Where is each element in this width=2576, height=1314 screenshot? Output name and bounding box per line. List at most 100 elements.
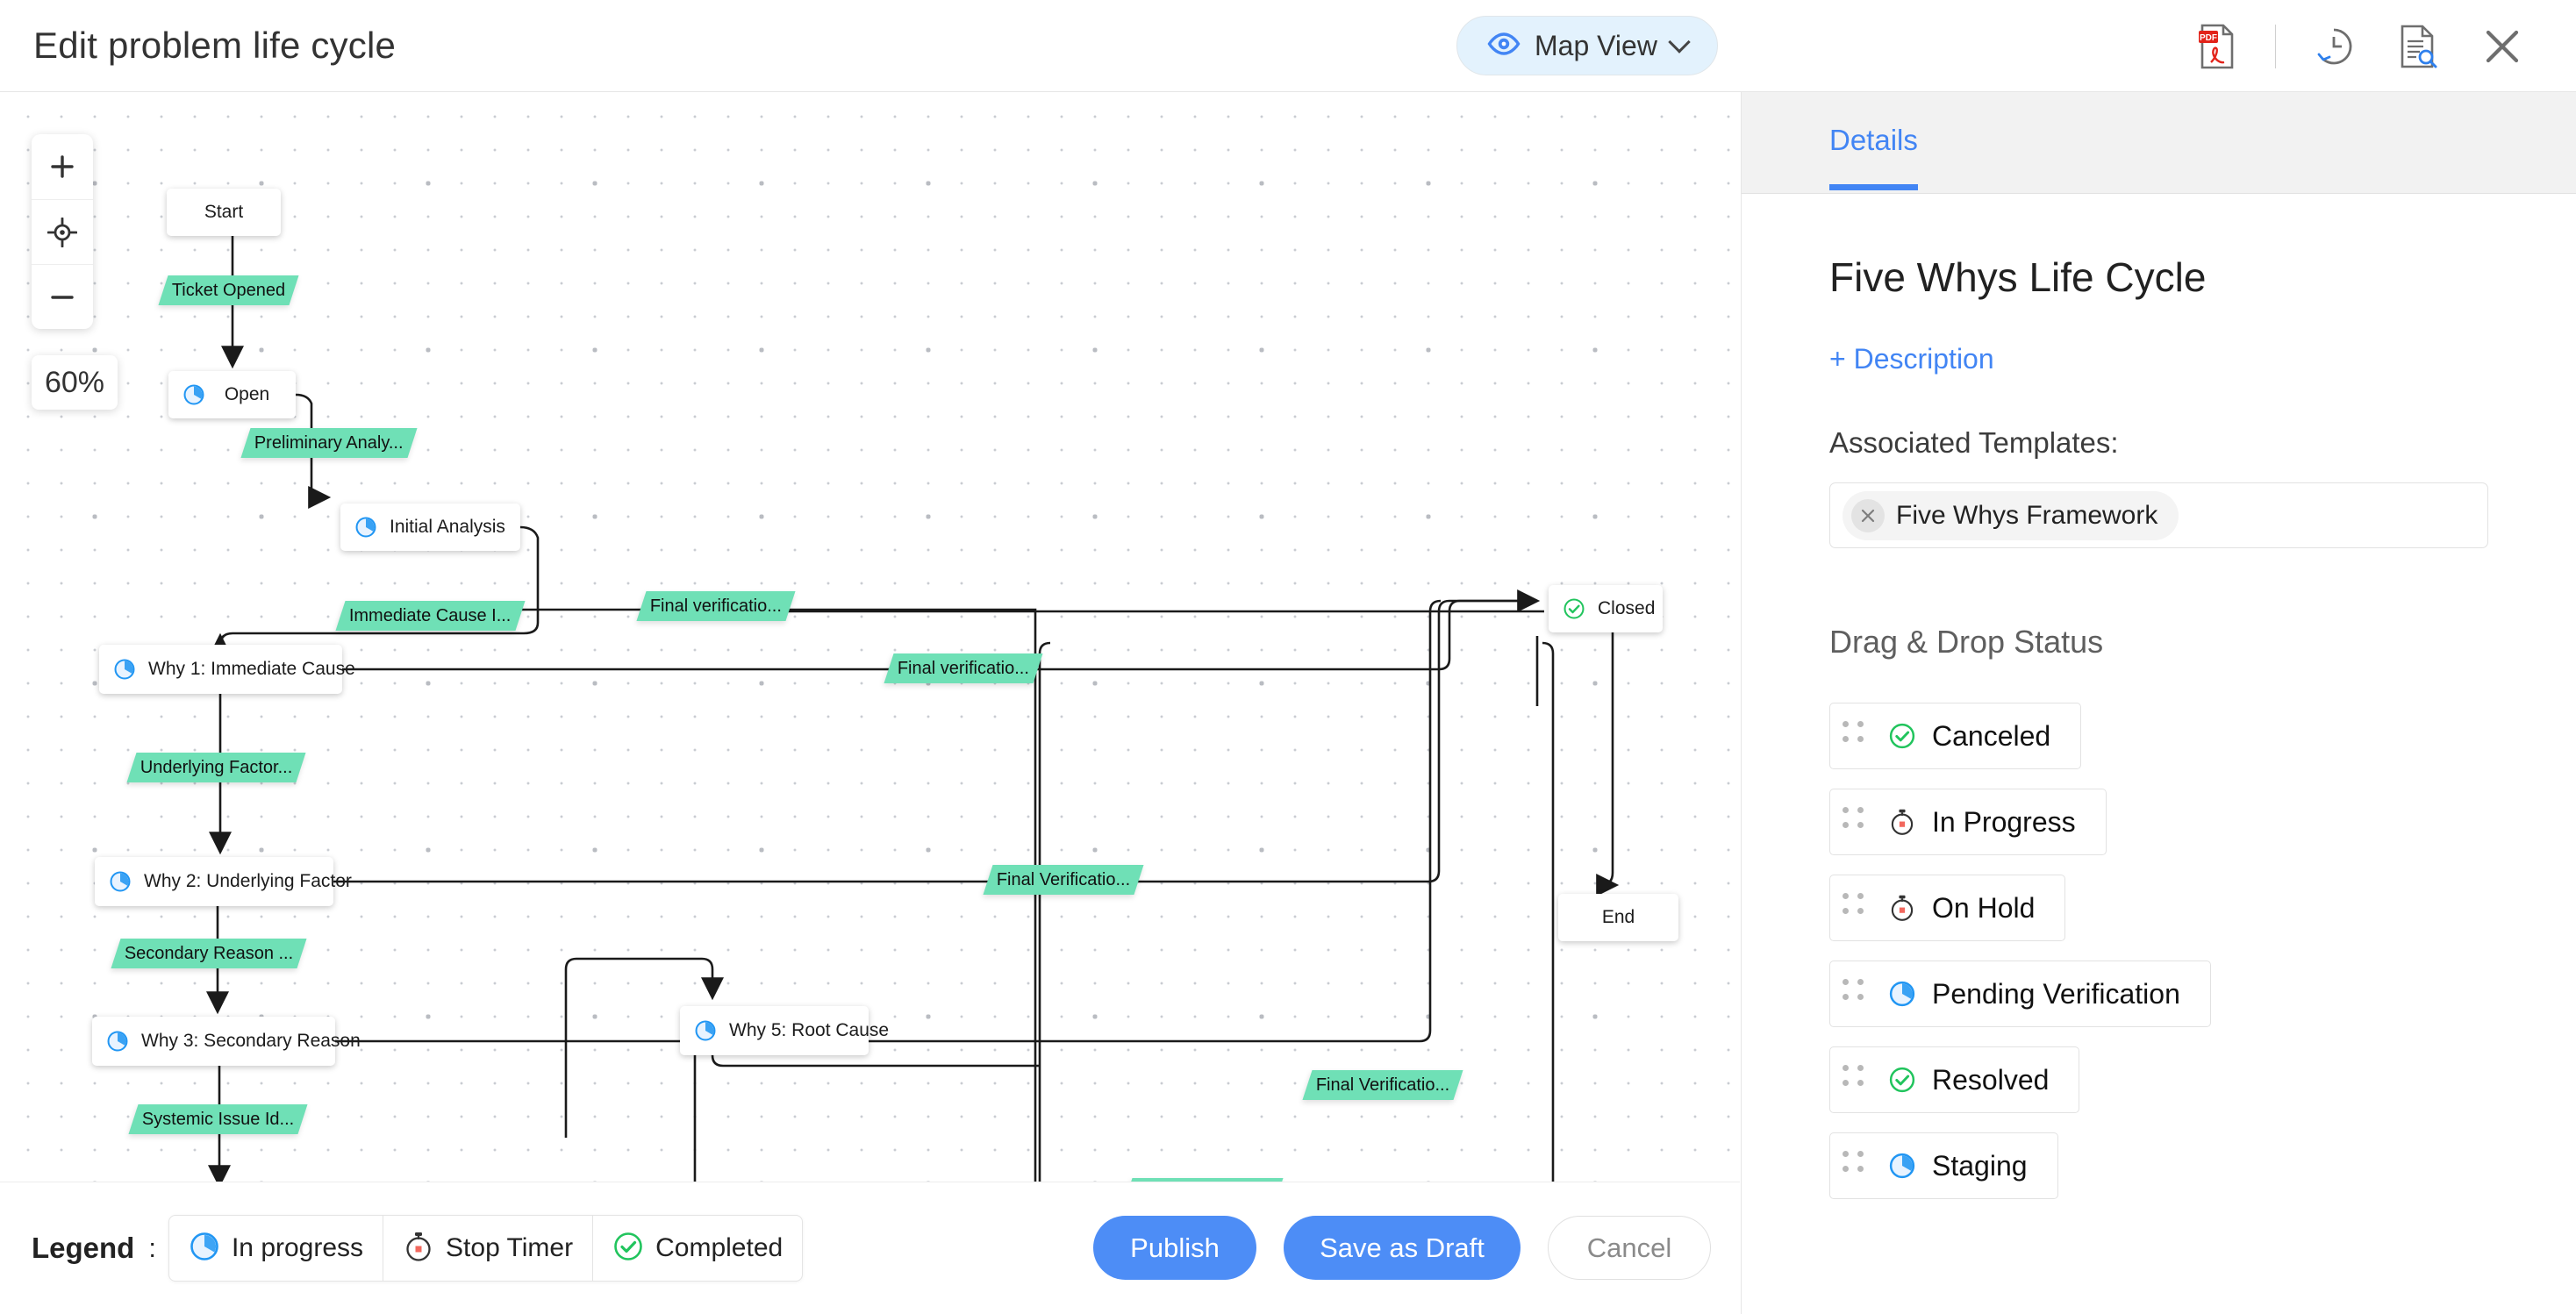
cancel-button[interactable]: Cancel	[1548, 1216, 1711, 1280]
flow-node-label: Why 3: Secondary Reason	[141, 1031, 361, 1051]
legend-item-label: In progress	[231, 1233, 364, 1262]
drag-handle-icon[interactable]	[1843, 979, 1865, 1009]
edge-label-text: Final Verificatio...	[997, 869, 1131, 889]
flow-node-initial[interactable]: Initial Analysis	[340, 503, 520, 551]
save-as-draft-button[interactable]: Save as Draft	[1284, 1216, 1521, 1280]
close-icon[interactable]	[1851, 498, 1885, 532]
flow-node-start[interactable]: Start	[167, 189, 281, 236]
eye-icon	[1487, 32, 1521, 60]
completed-icon	[1563, 597, 1585, 620]
edge-label-text: Ticket Opened	[172, 280, 286, 300]
edge-label-e8[interactable]: Secondary Reason ...	[111, 939, 307, 968]
status-row[interactable]: Pending Verification	[1829, 961, 2211, 1027]
drag-handle-icon[interactable]	[1843, 1151, 1865, 1181]
in-progress-icon	[182, 383, 205, 406]
drag-handle-icon[interactable]	[1843, 721, 1865, 751]
zoom-in-button[interactable]	[32, 134, 93, 199]
tab-details[interactable]: Details	[1829, 124, 1918, 190]
header-icon-group: PDF	[2175, 0, 2544, 92]
edge-label-e3[interactable]: Immediate Cause I...	[335, 601, 526, 631]
in-progress-icon	[109, 870, 132, 893]
zoom-level-indicator: 60%	[32, 355, 118, 410]
completed-icon	[1888, 722, 1916, 750]
svg-text:PDF: PDF	[2200, 33, 2217, 43]
status-row[interactable]: Staging	[1829, 1132, 2058, 1199]
recenter-button[interactable]	[32, 199, 93, 264]
flow-node-label: Why 2: Underlying Factor	[144, 871, 352, 891]
associated-templates-field[interactable]: Five Whys Framework	[1829, 482, 2488, 548]
flow-edges	[206, 235, 1620, 1182]
in-progress-icon	[1888, 980, 1916, 1008]
edge-label-e4[interactable]: Final verificatio...	[636, 591, 796, 621]
in-progress-icon	[694, 1019, 717, 1042]
edge-label-e6[interactable]: Underlying Factor...	[126, 753, 306, 782]
associated-templates-label: Associated Templates:	[1829, 426, 2119, 459]
status-row[interactable]: On Hold	[1829, 875, 2066, 941]
flow-node-why1[interactable]: Why 1: Immediate Cause	[99, 645, 355, 694]
flow-node-why3[interactable]: Why 3: Secondary Reason	[92, 1017, 361, 1066]
publish-button[interactable]: Publish	[1093, 1216, 1256, 1280]
legend-item-stop-timer: Stop Timer	[383, 1216, 592, 1281]
drag-drop-status-title: Drag & Drop Status	[1829, 624, 2104, 660]
edge-label-e11[interactable]: Final Verificatio...	[1122, 1178, 1284, 1182]
in-progress-icon	[106, 1030, 129, 1053]
flow-node-end[interactable]: End	[1558, 894, 1678, 941]
map-view-button[interactable]: Map View	[1456, 16, 1718, 75]
page-title: Edit problem life cycle	[33, 25, 397, 66]
flow-node-closed[interactable]: Closed	[1549, 585, 1663, 632]
legend-item-completed: Completed	[592, 1216, 802, 1281]
edge-label-text: Immediate Cause I...	[349, 605, 512, 625]
status-row-label: Resolved	[1932, 1063, 2050, 1096]
status-row-label: On Hold	[1932, 891, 2036, 924]
panel-heading: Five Whys Life Cycle	[1829, 254, 2207, 300]
in-progress-icon	[113, 658, 136, 681]
status-row[interactable]: Canceled	[1829, 703, 2082, 769]
status-row-label: Pending Verification	[1932, 977, 2180, 1010]
flow-node-why2[interactable]: Why 2: Underlying Factor	[95, 857, 352, 906]
in-progress-icon	[1888, 1152, 1916, 1180]
status-row[interactable]: In Progress	[1829, 789, 2107, 855]
flow-node-why5[interactable]: Why 5: Root Cause	[680, 1006, 889, 1055]
edge-label-e2[interactable]: Preliminary Analy...	[240, 428, 418, 458]
edge-label-text: Systemic Issue Id...	[142, 1109, 295, 1129]
completed-icon	[1888, 1066, 1916, 1094]
edge-label-text: Preliminary Analy...	[254, 432, 404, 453]
pdf-export-icon[interactable]: PDF	[2175, 0, 2259, 92]
flow-node-label: Why 1: Immediate Cause	[148, 659, 355, 679]
edge-label-text: Final Verificatio...	[1316, 1075, 1450, 1095]
document-search-icon[interactable]	[2376, 0, 2460, 92]
edge-label-e7[interactable]: Final Verificatio...	[983, 865, 1144, 895]
edge-label-e9[interactable]: Final Verificatio...	[1302, 1070, 1463, 1100]
legend-item-label: Completed	[655, 1233, 784, 1262]
edge-label-text: Secondary Reason ...	[125, 943, 294, 963]
edge-label-e10[interactable]: Systemic Issue Id...	[128, 1104, 308, 1134]
legend-colon: :	[148, 1232, 156, 1263]
flow-node-label: Open	[224, 384, 270, 404]
status-row-label: Staging	[1932, 1149, 2028, 1182]
legend-box: In progress Stop Timer Completed	[168, 1215, 804, 1282]
drag-handle-icon[interactable]	[1843, 1065, 1865, 1095]
template-chip: Five Whys Framework	[1843, 490, 2179, 540]
panel-body: Five Whys Life Cycle + Description Assoc…	[1742, 254, 2576, 1199]
drag-handle-icon[interactable]	[1843, 893, 1865, 923]
stop-timer-icon	[1888, 894, 1916, 922]
flow-node-open[interactable]: Open	[168, 371, 296, 418]
edge-label-text: Final verificatio...	[650, 596, 783, 616]
legend-item-label: Stop Timer	[446, 1233, 574, 1262]
add-description-link[interactable]: + Description	[1829, 343, 1994, 375]
edge-label-e1[interactable]: Ticket Opened	[158, 275, 299, 305]
template-chip-label: Five Whys Framework	[1896, 500, 2158, 530]
zoom-out-button[interactable]	[32, 264, 93, 329]
flow-node-label: Closed	[1598, 598, 1656, 618]
close-icon[interactable]	[2460, 0, 2544, 92]
history-icon[interactable]	[2292, 0, 2376, 92]
edge-label-text: Final verificatio...	[898, 658, 1030, 678]
zoom-controls[interactable]	[32, 134, 93, 329]
edge-label-e5[interactable]: Final verificatio...	[884, 653, 1043, 683]
legend-item-in-progress: In progress	[169, 1216, 383, 1281]
flow-node-label: End	[1601, 907, 1635, 927]
drag-handle-icon[interactable]	[1843, 807, 1865, 837]
status-row[interactable]: Resolved	[1829, 1046, 2080, 1113]
